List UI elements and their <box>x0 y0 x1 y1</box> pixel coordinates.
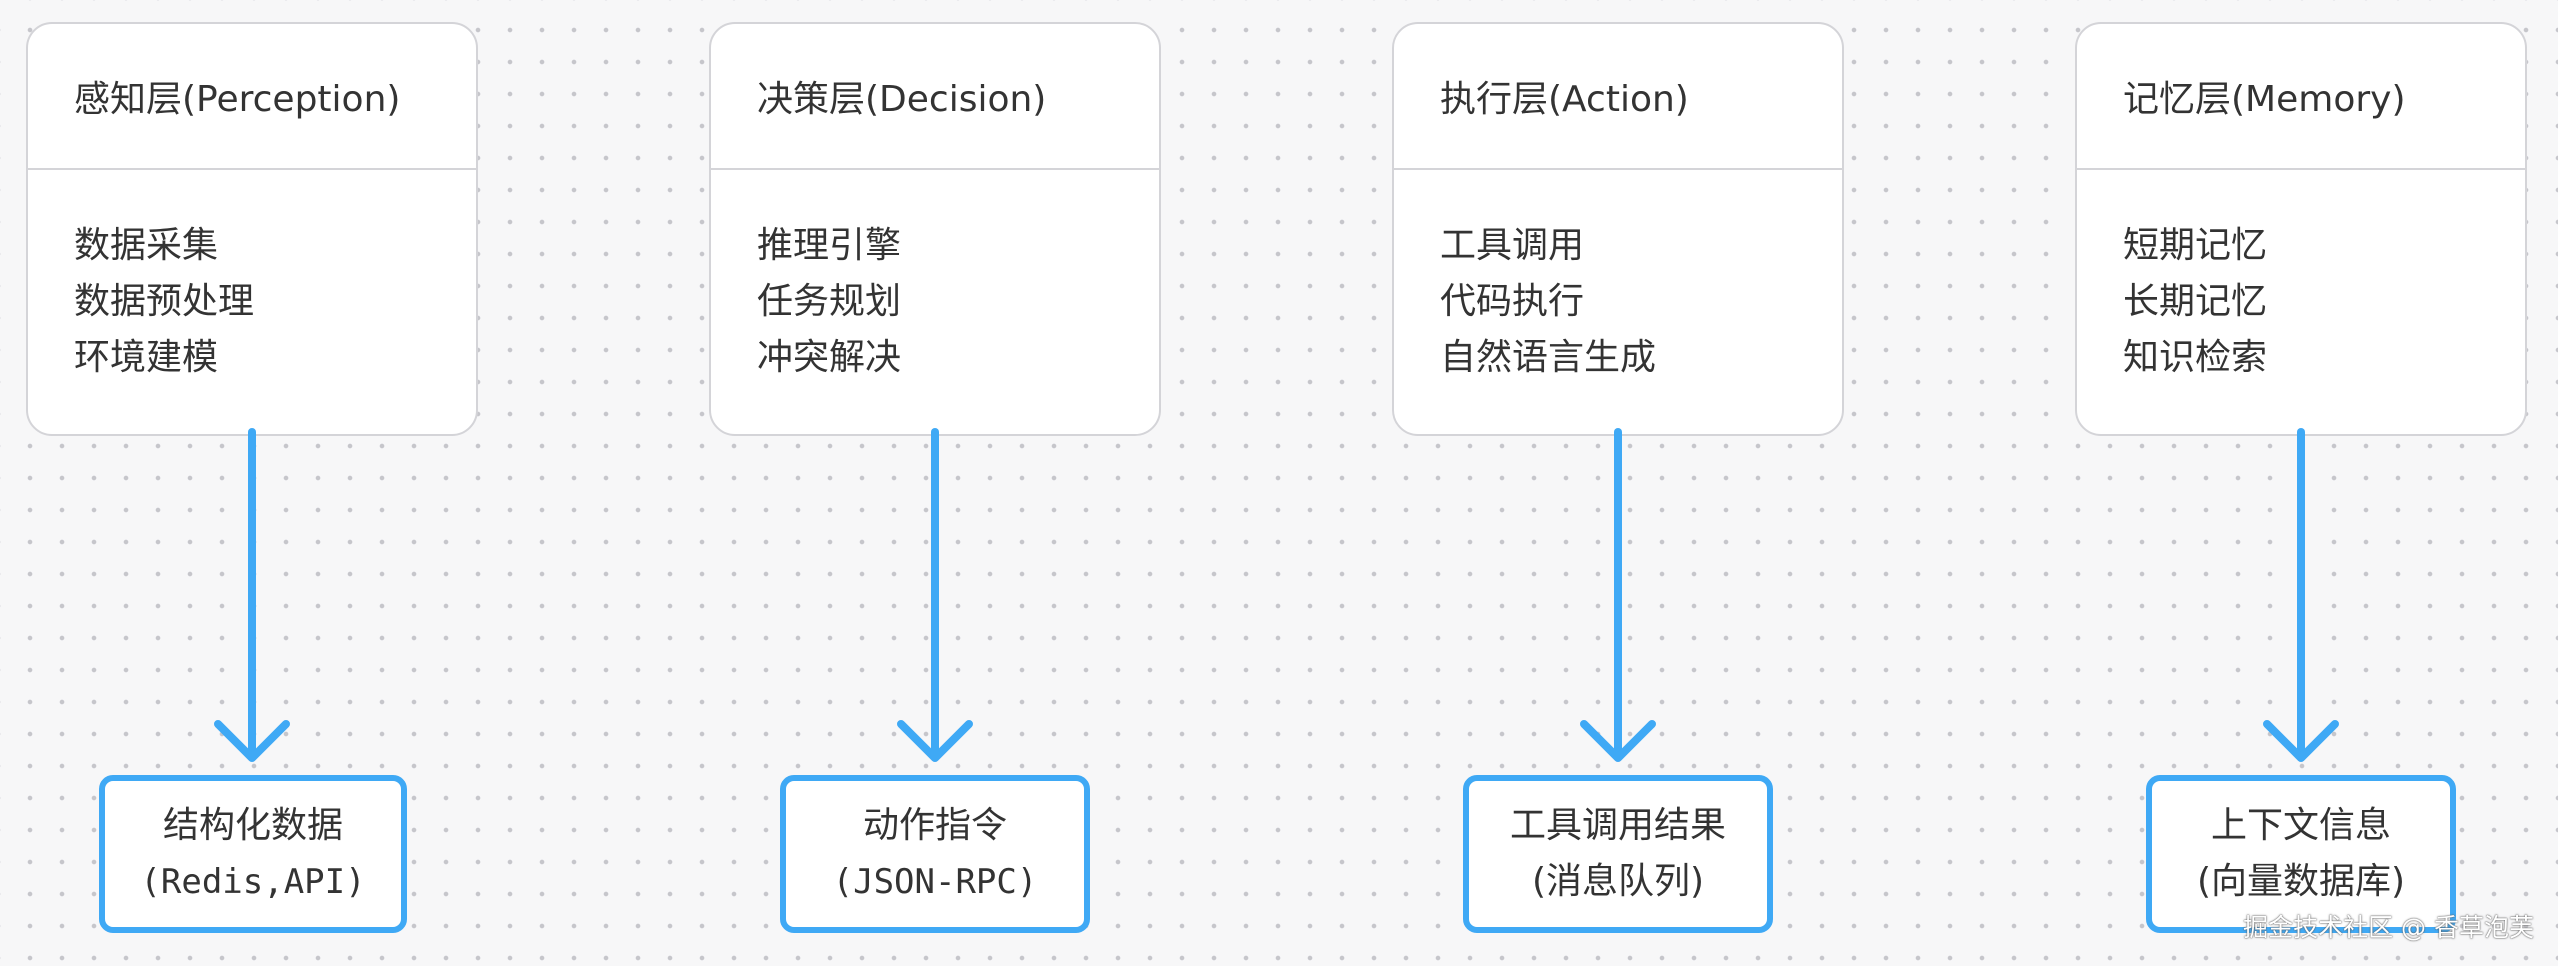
layer-item: 长期记忆 <box>2123 281 2268 322</box>
layer-item-list: 短期记忆 长期记忆 知识检索 <box>2077 170 2525 386</box>
layer-item: 任务规划 <box>757 281 902 322</box>
layer-item-list: 数据采集 数据预处理 环境建模 <box>28 170 476 386</box>
layer-item: 自然语言生成 <box>1440 337 1657 378</box>
output-detail: (Redis,API) <box>140 862 366 902</box>
output-label: 结构化数据 <box>162 805 343 846</box>
arrow-down-icon <box>214 428 290 762</box>
layer-title: 感知层(Perception) <box>28 24 476 170</box>
output-detail: (消息队列) <box>1531 861 1705 902</box>
output-box-decision: 动作指令 (JSON-RPC) <box>780 775 1090 933</box>
watermark: 掘金技术社区 @ 香草泡芙 <box>2243 913 2534 942</box>
layer-item: 短期记忆 <box>2123 225 2268 266</box>
layer-item: 数据采集 <box>74 225 219 266</box>
layer-item-list: 工具调用 代码执行 自然语言生成 <box>1394 170 1842 386</box>
output-box-memory: 上下文信息 (向量数据库) <box>2146 775 2456 933</box>
layer-card-decision: 决策层(Decision) 推理引擎 任务规划 冲突解决 <box>709 22 1161 436</box>
output-detail: (JSON-RPC) <box>832 862 1038 902</box>
layer-title: 决策层(Decision) <box>711 24 1159 170</box>
arrow-down-icon <box>2263 428 2339 762</box>
layer-card-action: 执行层(Action) 工具调用 代码执行 自然语言生成 <box>1392 22 1844 436</box>
layer-item: 代码执行 <box>1440 281 1585 322</box>
output-label: 动作指令 <box>862 805 1007 846</box>
output-label: 上下文信息 <box>2210 805 2391 846</box>
layer-item: 工具调用 <box>1440 225 1585 266</box>
layer-item: 冲突解决 <box>757 337 902 378</box>
layer-card-memory: 记忆层(Memory) 短期记忆 长期记忆 知识检索 <box>2075 22 2527 436</box>
output-detail: (向量数据库) <box>2196 861 2406 902</box>
layer-item: 知识检索 <box>2123 337 2268 378</box>
arrow-down-icon <box>1580 428 1656 762</box>
layer-item-list: 推理引擎 任务规划 冲突解决 <box>711 170 1159 386</box>
layer-card-perception: 感知层(Perception) 数据采集 数据预处理 环境建模 <box>26 22 478 436</box>
output-box-action: 工具调用结果 (消息队列) <box>1463 775 1773 933</box>
output-box-perception: 结构化数据 (Redis,API) <box>99 775 407 933</box>
layer-item: 数据预处理 <box>74 281 255 322</box>
layer-title: 记忆层(Memory) <box>2077 24 2525 170</box>
arrow-down-icon <box>897 428 973 762</box>
layer-title: 执行层(Action) <box>1394 24 1842 170</box>
layer-item: 环境建模 <box>74 337 219 378</box>
layer-item: 推理引擎 <box>757 225 902 266</box>
output-label: 工具调用结果 <box>1509 805 1726 846</box>
